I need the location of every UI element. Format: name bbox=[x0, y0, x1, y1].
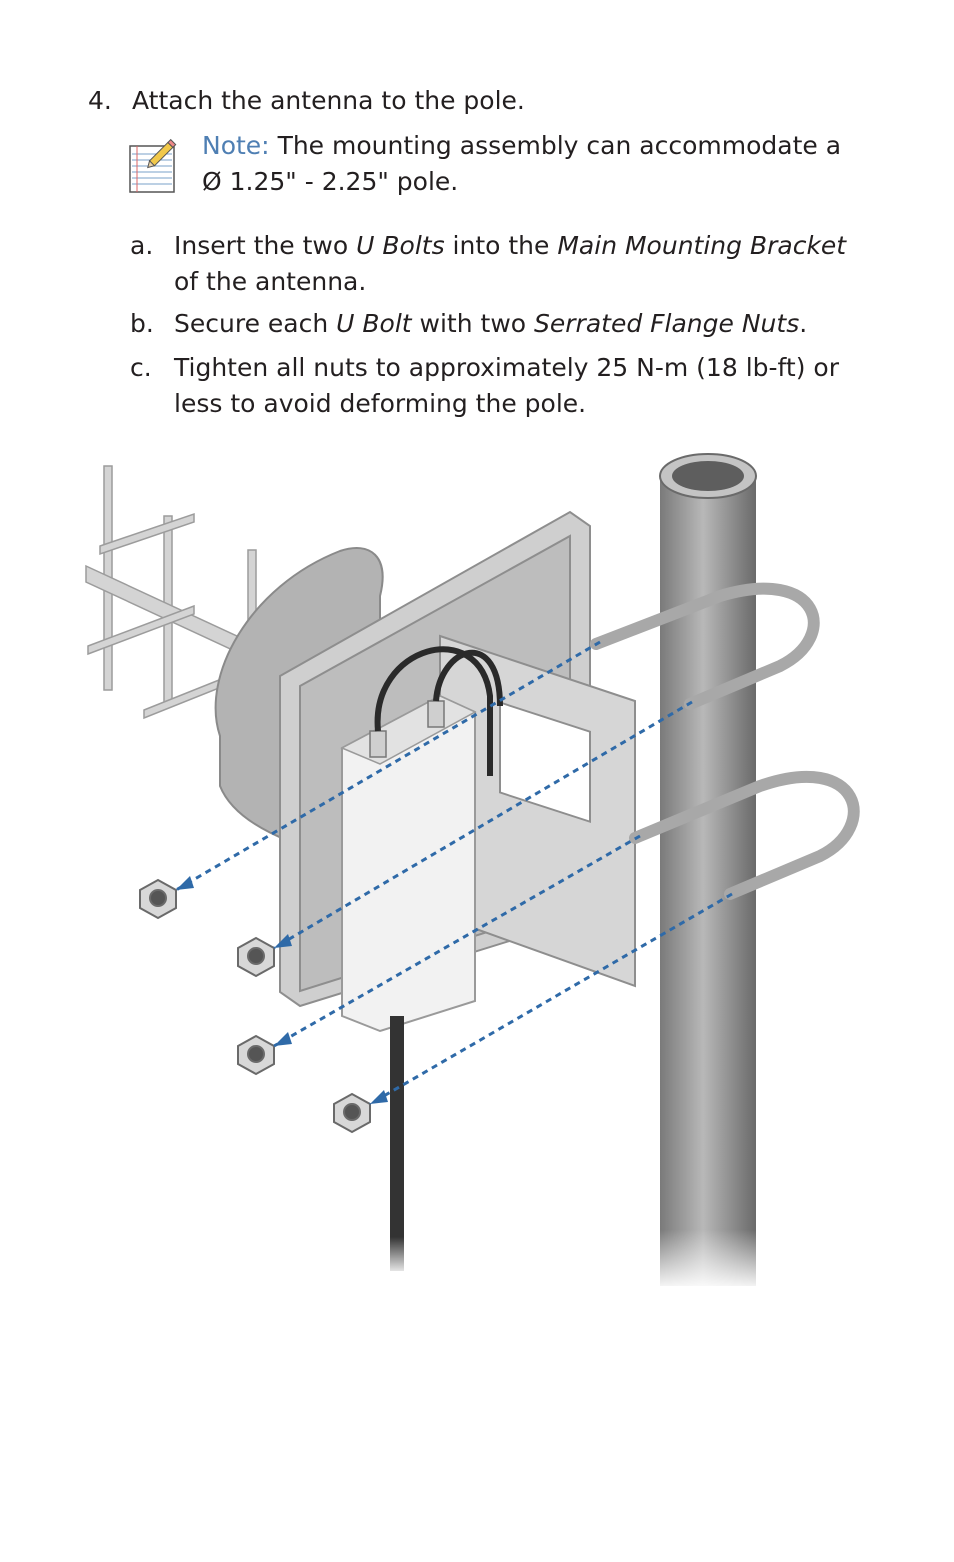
notepad-pencil-icon bbox=[129, 138, 177, 193]
step-text: Attach the antenna to the pole. bbox=[132, 86, 525, 115]
substep-text: . bbox=[799, 309, 808, 338]
mounting-illustration bbox=[85, 453, 860, 1291]
note-body: The mounting assembly can accommodate a … bbox=[202, 131, 842, 196]
substep-letter: a. bbox=[130, 231, 154, 260]
substep-text: with two bbox=[411, 309, 535, 338]
step-4: 4. Attach the antenna to the pole. bbox=[88, 84, 525, 118]
substep-b: b. Secure each U Bolt with two Serrated … bbox=[130, 306, 870, 342]
substep-letter: b. bbox=[130, 309, 154, 338]
u-bolt-term: U Bolt bbox=[336, 309, 412, 338]
note-label: Note: bbox=[202, 131, 270, 160]
pole bbox=[655, 453, 761, 1291]
substep-c: c. Tighten all nuts to approximately 25 … bbox=[130, 350, 870, 422]
u-bolts-term: U Bolts bbox=[356, 231, 445, 260]
substep-letter: c. bbox=[130, 353, 152, 382]
substep-text: into the bbox=[444, 231, 558, 260]
main-mounting-bracket-term: Main Mounting Bracket bbox=[557, 231, 847, 260]
substep-a: a. Insert the two U Bolts into the Main … bbox=[130, 228, 870, 300]
substep-text: Secure each bbox=[174, 309, 337, 338]
substep-text: Tighten all nuts to approximately 25 N-m… bbox=[174, 353, 839, 418]
arrow-heads bbox=[176, 876, 388, 1104]
serrated-flange-nuts bbox=[139, 878, 371, 1134]
substep-text: of the antenna. bbox=[174, 267, 367, 296]
step-number: 4. bbox=[88, 86, 112, 115]
serrated-flange-nuts-term: Serrated Flange Nuts bbox=[534, 309, 800, 338]
radio-unit bbox=[340, 646, 503, 1033]
substep-text: Insert the two bbox=[174, 231, 357, 260]
alignment-arrows bbox=[175, 640, 733, 1106]
u-bolts bbox=[590, 582, 860, 900]
note-text: Note: The mounting assembly can accommod… bbox=[202, 128, 862, 200]
